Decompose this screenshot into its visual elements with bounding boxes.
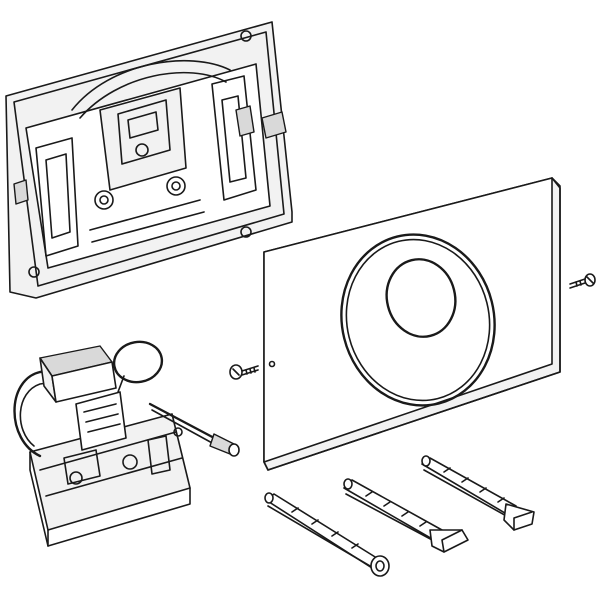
extension-rod-1 <box>264 492 390 577</box>
extension-rod-3 <box>421 455 535 531</box>
screw-left <box>229 364 259 380</box>
cover-plate <box>263 177 561 471</box>
extension-rod-2 <box>343 478 469 553</box>
screw-right <box>569 273 596 289</box>
flush-actuator-module <box>13 340 240 547</box>
mounting-frame <box>5 21 293 299</box>
